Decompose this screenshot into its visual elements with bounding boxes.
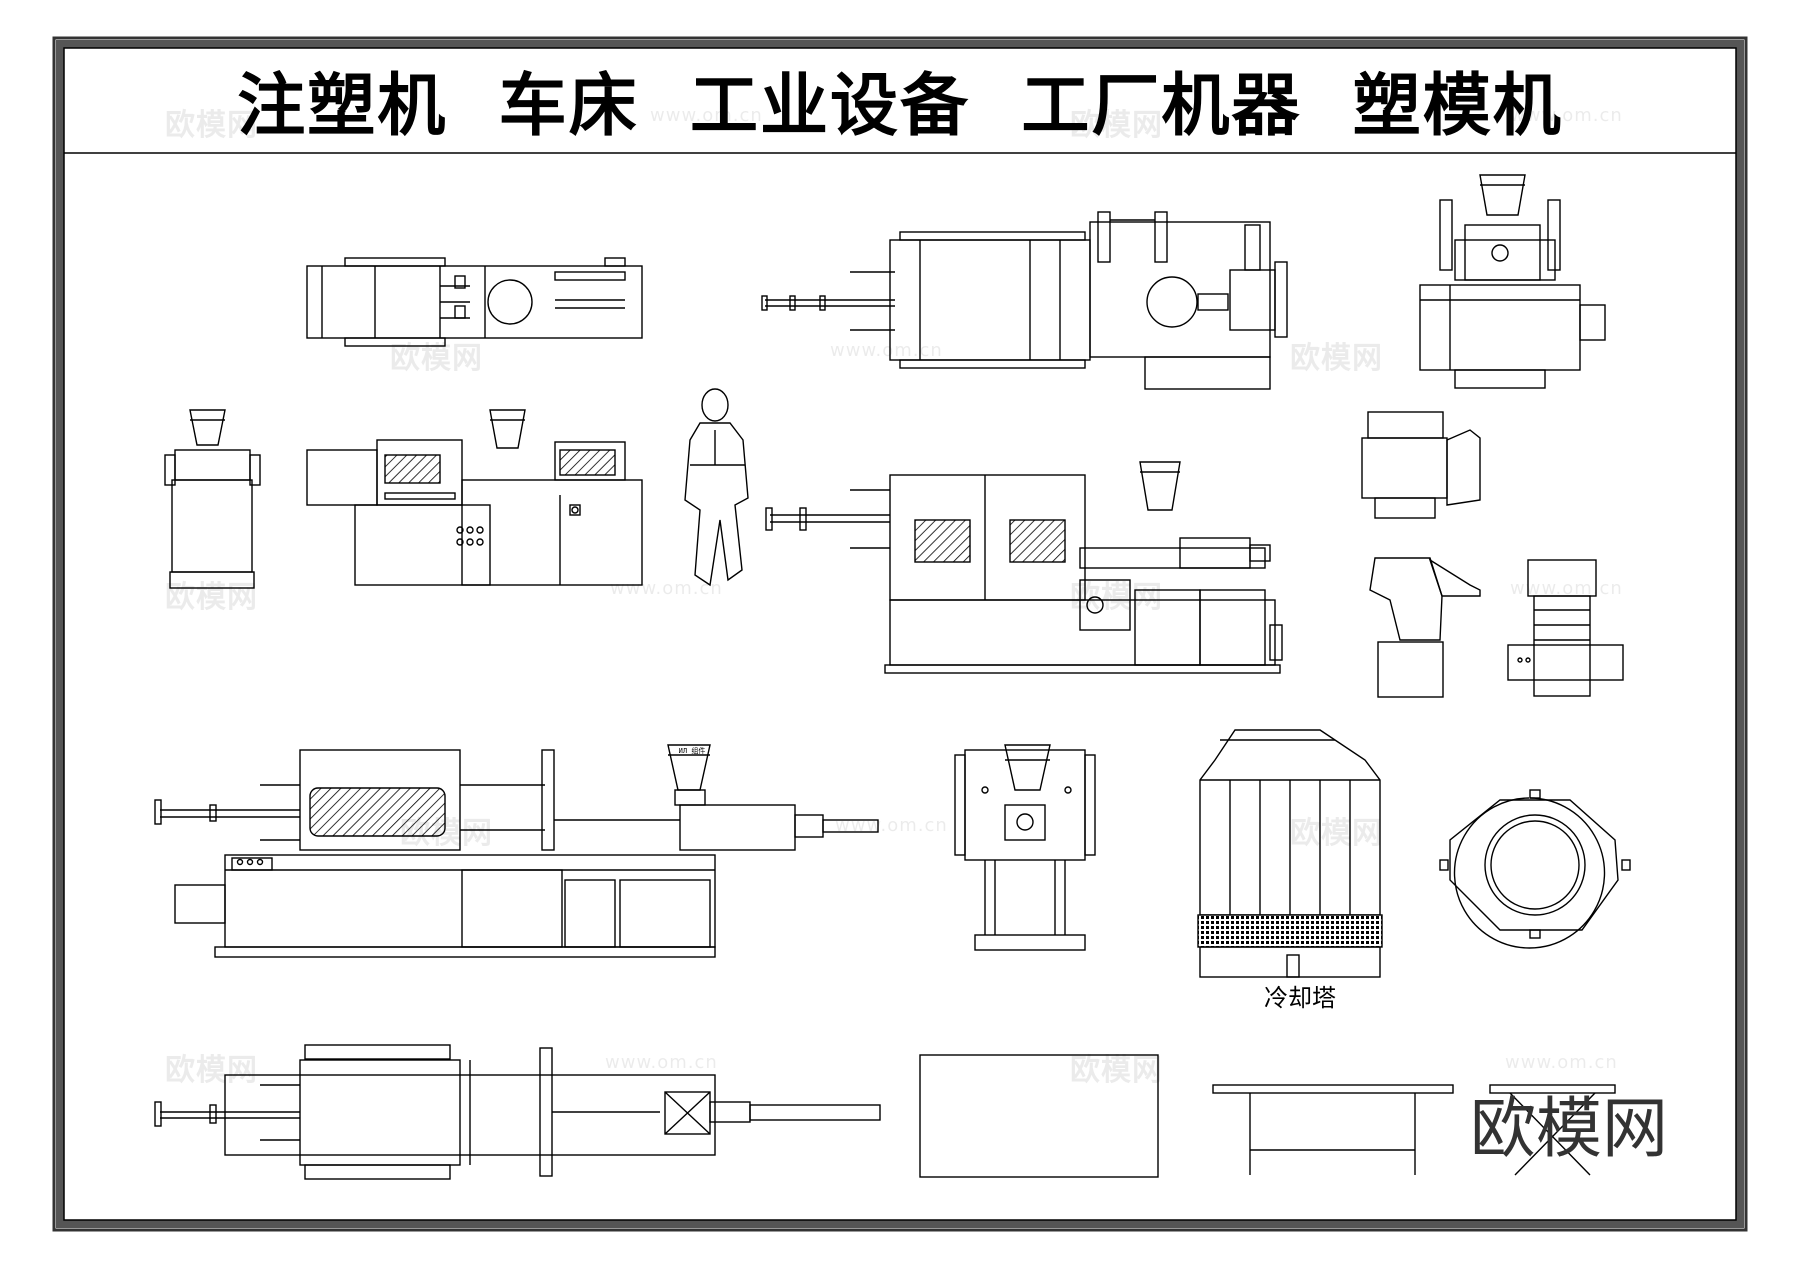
keypad (456, 526, 484, 546)
drawing-title: 注塑机 车床 工业设备 工厂机器 塑模机 (237, 67, 1563, 146)
round-tank-top-view (1439, 789, 1631, 949)
work-table-side-view (1212, 1084, 1454, 1175)
injection-machine-top-view-long (154, 1044, 881, 1180)
feeder-assembly-bottom-right (1507, 559, 1624, 697)
injection-machine-front-view-2 (954, 744, 1096, 951)
injection-machine-long-side-view (154, 744, 879, 958)
injection-machine-front-view (1419, 174, 1606, 389)
stool-side-view (1489, 1084, 1616, 1176)
hopper-label: ИЛ 组件 (678, 747, 706, 755)
cooling-tower (1197, 729, 1383, 978)
feeder-assembly-bottom-left (1369, 557, 1481, 698)
injection-machine-top-view-large (761, 211, 1288, 390)
injection-machine-side-view-small (164, 409, 261, 589)
cooling-tower-caption: 冷却塔 (1264, 984, 1336, 1012)
injection-machine-side-view-large (765, 461, 1283, 674)
work-table-top-view (919, 1054, 1159, 1178)
brand-logo: 欧模网 (1470, 1090, 1668, 1167)
injection-machine-top-view-small (306, 257, 643, 347)
feeder-assembly-top (1361, 411, 1481, 519)
human-scale-figure (684, 388, 749, 587)
drawing-frame (52, 36, 1748, 1232)
injection-machine-side-view-medium (306, 409, 643, 586)
